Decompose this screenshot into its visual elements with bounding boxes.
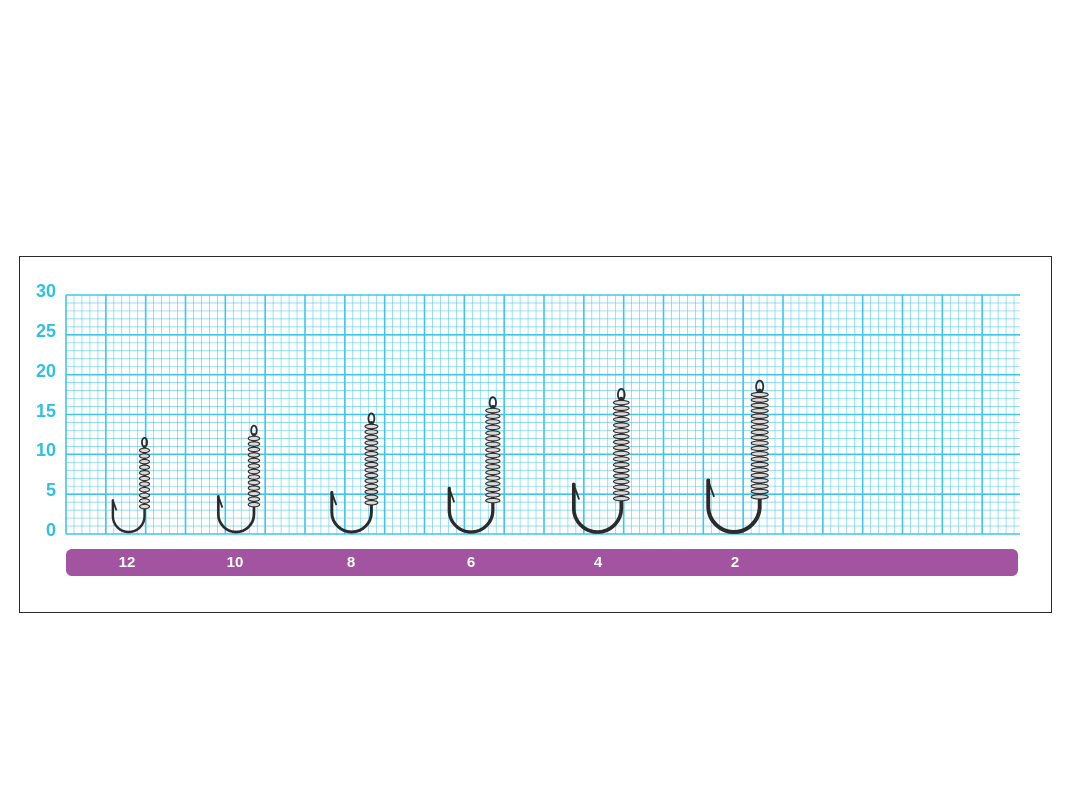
y-tick-label-5: 5 bbox=[45, 480, 56, 501]
hook-size-8 bbox=[330, 412, 379, 534]
hook-size-2 bbox=[706, 379, 769, 534]
hook-size-4 bbox=[571, 388, 630, 534]
size-label-4: 4 bbox=[593, 554, 603, 571]
y-tick-label-0: 0 bbox=[45, 520, 56, 540]
y-tick-label-20: 20 bbox=[35, 360, 56, 381]
size-label-10: 10 bbox=[226, 554, 244, 571]
hooks-layer bbox=[111, 379, 769, 534]
hook-size-chart: 30 25 20 15 10 5 0 12 10 8 6 4 2 bbox=[19, 256, 1052, 613]
y-tick-label-15: 15 bbox=[35, 400, 56, 421]
grid-chart bbox=[65, 294, 1020, 535]
hook-size-12 bbox=[111, 436, 151, 534]
y-tick-label-30: 30 bbox=[35, 281, 56, 301]
size-label-8: 8 bbox=[346, 554, 356, 571]
size-label-2: 2 bbox=[730, 554, 740, 571]
size-label-12: 12 bbox=[118, 554, 136, 571]
mm-grid bbox=[65, 294, 1020, 535]
size-bar: 12 10 8 6 4 2 bbox=[66, 549, 1018, 576]
y-tick-label-25: 25 bbox=[35, 320, 56, 341]
hook-size-6 bbox=[447, 396, 501, 534]
size-label-6: 6 bbox=[466, 554, 476, 571]
y-tick-label-10: 10 bbox=[35, 440, 56, 461]
hook-size-10 bbox=[216, 424, 261, 534]
